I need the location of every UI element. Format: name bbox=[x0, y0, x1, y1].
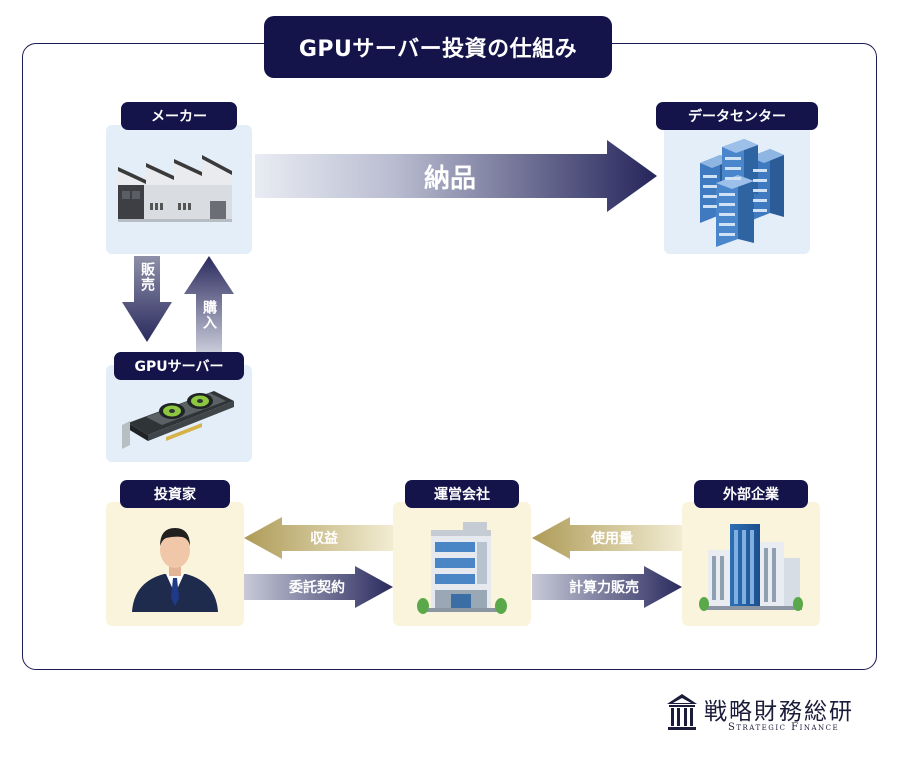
gpu-card-icon bbox=[122, 391, 234, 449]
investor-label: 投資家 bbox=[120, 480, 230, 508]
usage-label: 使用量 bbox=[591, 531, 633, 547]
logo-wordmark: 戦略財務総研 bbox=[704, 699, 854, 725]
pantheon-logo-icon bbox=[667, 694, 697, 730]
compute-sale-label: 計算力販売 bbox=[569, 580, 639, 596]
contract-label: 委託契約 bbox=[289, 580, 345, 596]
sale-label: 販売 bbox=[139, 262, 155, 292]
external-company-label: 外部企業 bbox=[694, 480, 808, 508]
server-rack-icon bbox=[700, 139, 784, 247]
delivery-label: 納品 bbox=[423, 163, 476, 194]
revenue-arrow bbox=[244, 517, 393, 559]
city-buildings-icon bbox=[699, 524, 803, 611]
gpu-server-label: GPUサーバー bbox=[114, 352, 244, 380]
operator-label: 運営会社 bbox=[405, 480, 519, 508]
diagram-title: GPUサーバー投資の仕組み bbox=[264, 16, 612, 78]
delivery-arrow bbox=[255, 140, 657, 212]
sale-arrow bbox=[122, 256, 172, 342]
logo-subtitle: Strategic Finance bbox=[728, 722, 840, 733]
businessman-icon bbox=[132, 528, 218, 612]
maker-label: メーカー bbox=[121, 102, 237, 130]
factory-icon bbox=[118, 155, 232, 222]
usage-arrow bbox=[532, 517, 682, 559]
compute-sale-arrow bbox=[532, 566, 682, 608]
purchase-label: 購入 bbox=[201, 300, 217, 330]
office-building-icon bbox=[417, 522, 507, 614]
datacenter-label: データセンター bbox=[656, 102, 818, 130]
revenue-label: 収益 bbox=[310, 531, 338, 547]
contract-arrow bbox=[244, 566, 393, 608]
purchase-arrow bbox=[184, 256, 234, 352]
